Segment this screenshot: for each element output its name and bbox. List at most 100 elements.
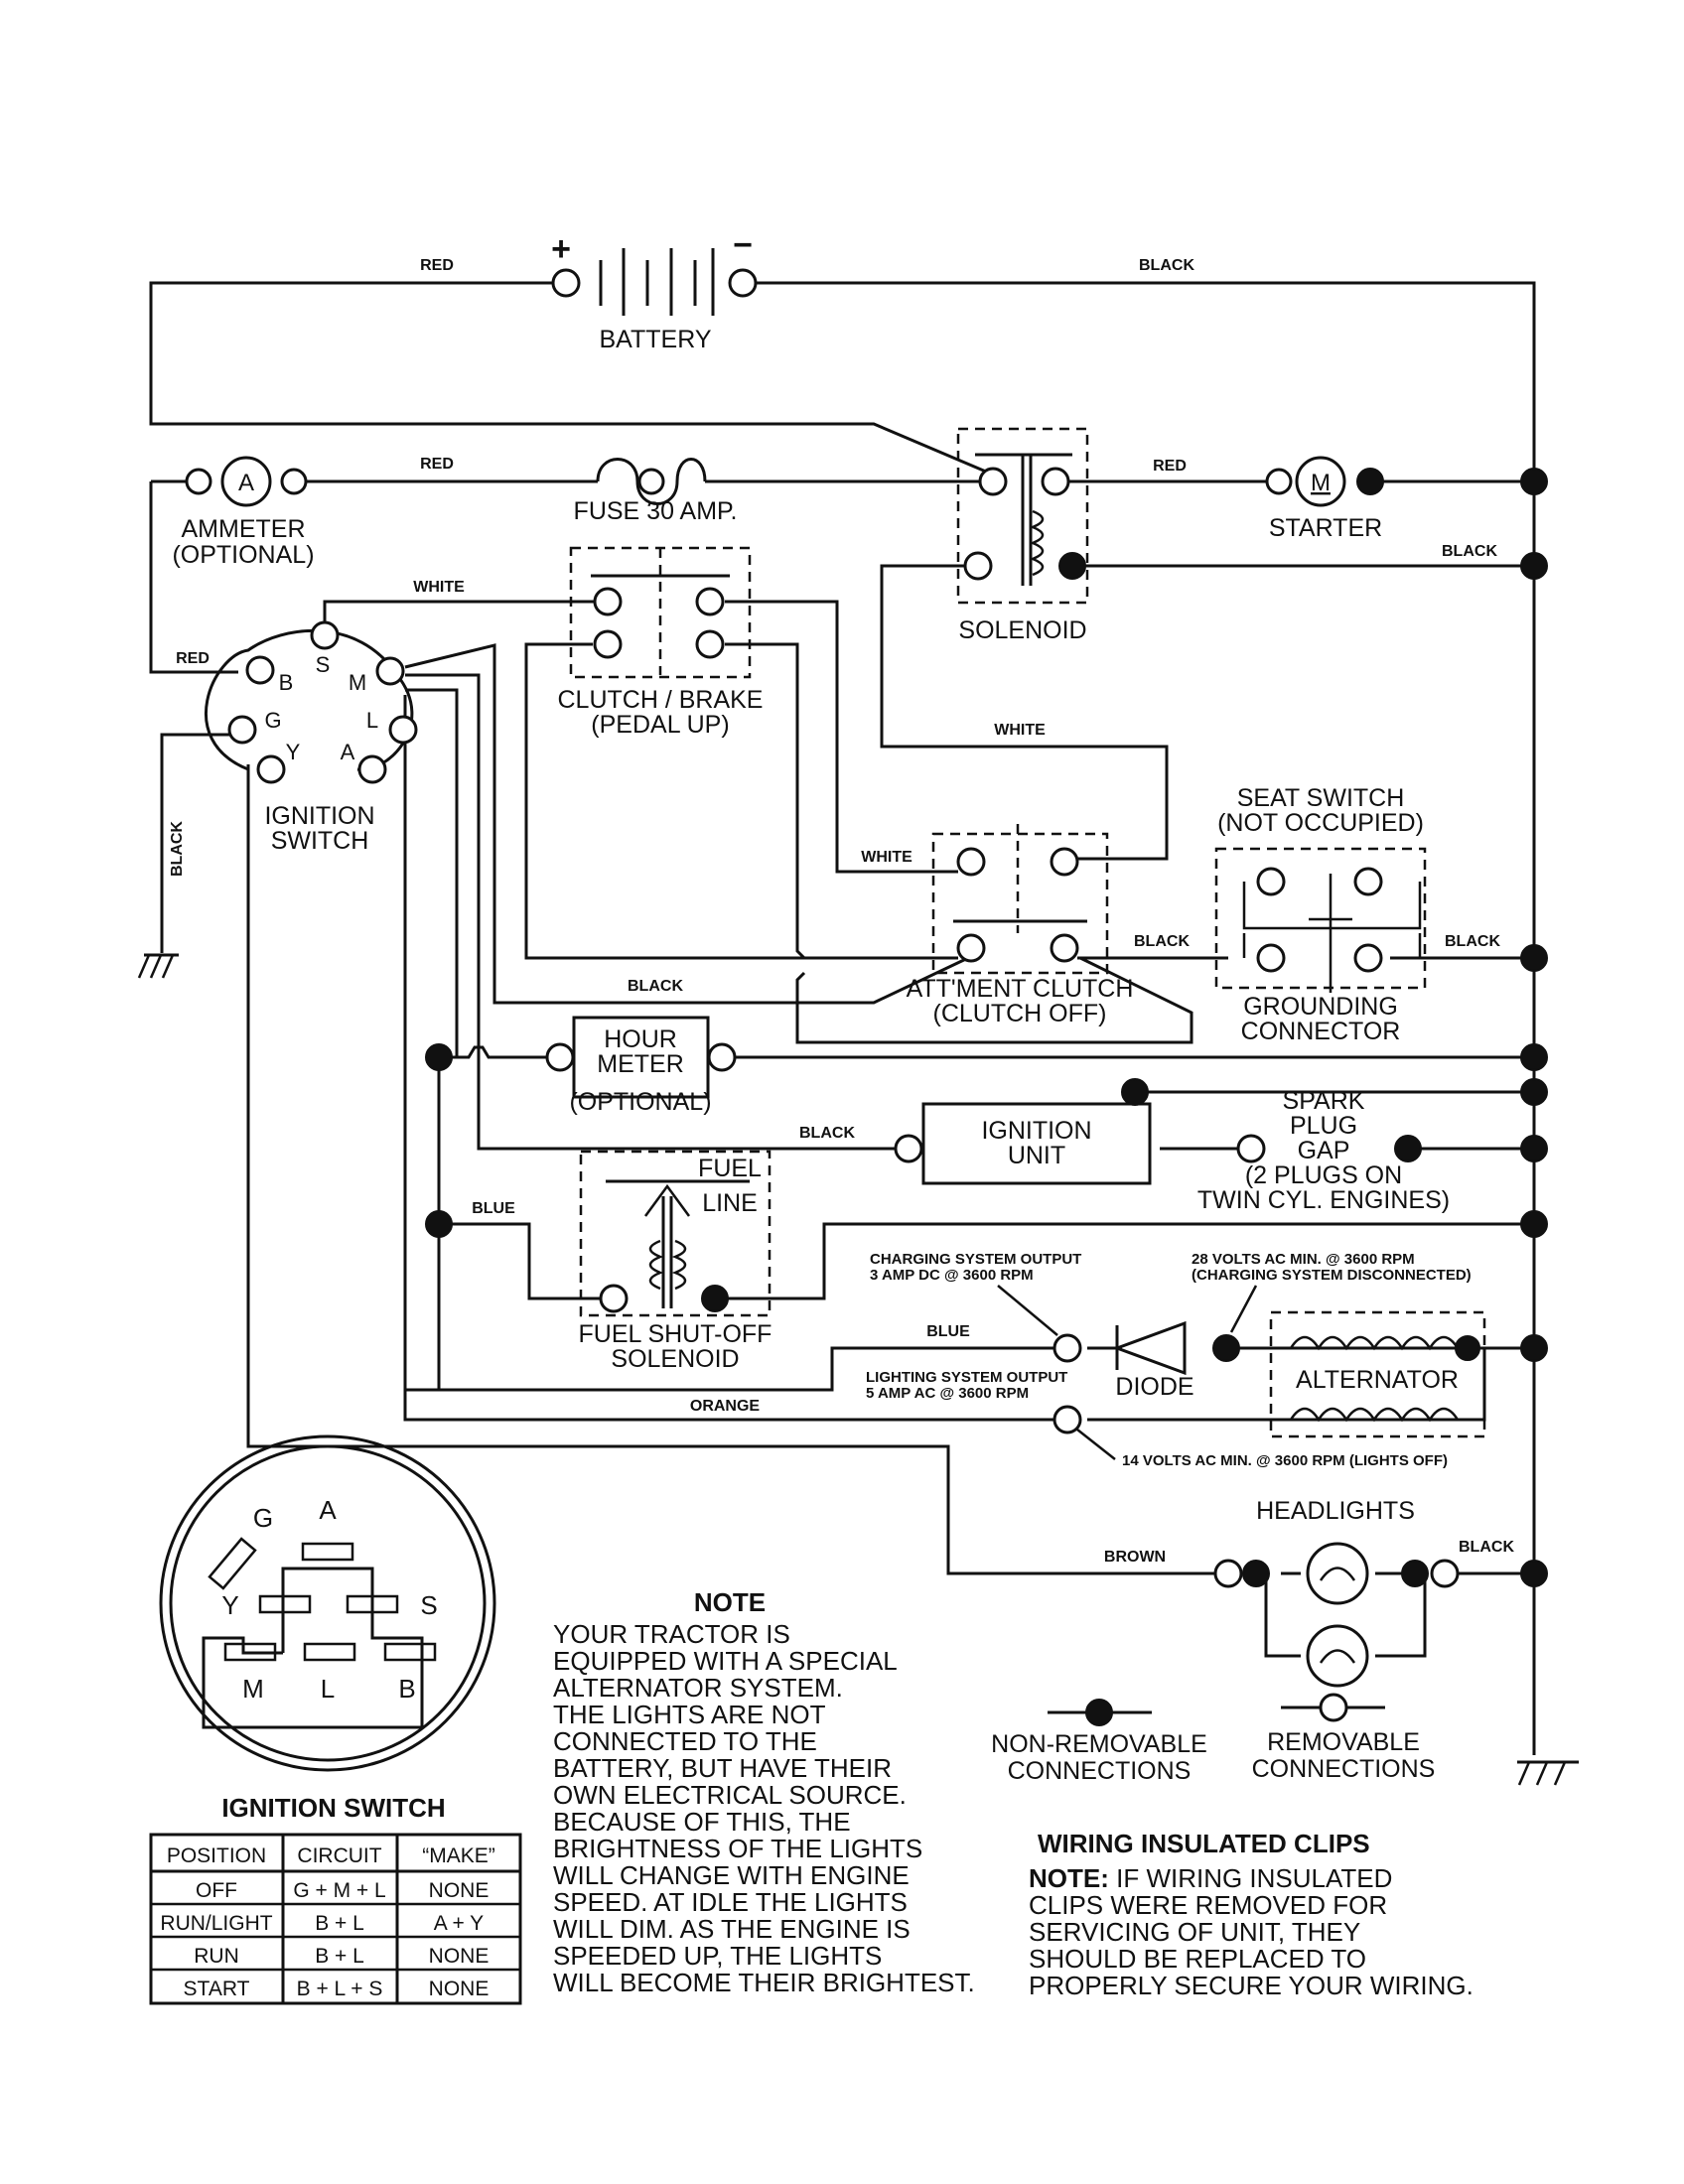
face-pin-b: B — [398, 1674, 415, 1704]
clips-note-label: NOTE: — [1029, 1863, 1109, 1893]
table-header: CIRCUIT — [297, 1844, 381, 1867]
spark-plug-note: (2 PLUGS ON — [1245, 1161, 1402, 1189]
battery-minus: − — [733, 226, 753, 264]
alternator: ALTERNATOR — [1269, 1310, 1486, 1438]
table-cell: G + M + L — [293, 1879, 385, 1902]
volts-28-2: (CHARGING SYSTEM DISCONNECTED) — [1192, 1267, 1472, 1284]
spark-plug: SPARK PLUG GAP (2 PLUGS ON TWIN CYL. ENG… — [1197, 1087, 1450, 1214]
legend-removable-2: CONNECTIONS — [1252, 1755, 1436, 1783]
battery: + − BATTERY — [551, 226, 758, 353]
wire-black-solenoid: BLACK — [1442, 543, 1497, 560]
ground-symbol-right — [1517, 1760, 1579, 1786]
note-line: THE LIGHTS ARE NOT — [553, 1700, 826, 1729]
face-pin-y: Y — [221, 1590, 238, 1620]
wire-white-solenoid: WHITE — [994, 722, 1046, 739]
ignition-switch-label: IGNITION — [264, 802, 374, 830]
legend-removable: REMOVABLE — [1267, 1728, 1420, 1756]
clips-line: IF WIRING INSULATED — [1109, 1863, 1393, 1893]
seat-switch-label: SEAT SWITCH — [1237, 784, 1405, 812]
solenoid: SOLENOID — [956, 427, 1089, 644]
table-header: “MAKE” — [422, 1844, 495, 1867]
clips-line: CLIPS WERE REMOVED FOR — [1029, 1890, 1387, 1920]
solenoid-label: SOLENOID — [958, 616, 1086, 644]
face-pin-a: A — [319, 1495, 337, 1525]
table-header: POSITION — [167, 1844, 266, 1867]
wire-blue-diode: BLUE — [926, 1323, 970, 1340]
fuel-line-label: LINE — [702, 1189, 758, 1217]
fuel-solenoid-label: FUEL SHUT-OFF — [579, 1320, 772, 1348]
table-cell: B + L — [315, 1912, 364, 1935]
wire-red-ammeter: RED — [420, 456, 454, 473]
ignition-switch: S B M G L Y A IGNITION SWITCH — [205, 620, 418, 855]
spark-plug-label: SPARK — [1283, 1087, 1365, 1115]
ammeter: A AMMETER (OPTIONAL) — [172, 456, 315, 569]
wire-blue-fuel: BLUE — [472, 1200, 515, 1217]
lighting-output: LIGHTING SYSTEM OUTPUT — [866, 1369, 1067, 1386]
ign-pin-s: S — [316, 652, 331, 677]
table-cell: A + Y — [434, 1912, 484, 1935]
wire-orange: ORANGE — [690, 1398, 761, 1415]
spark-plug-gap: GAP — [1298, 1137, 1350, 1164]
face-pin-l: L — [321, 1674, 335, 1704]
seat-switch-state: (NOT OCCUPIED) — [1217, 809, 1424, 837]
ammeter-label: AMMETER — [182, 515, 306, 543]
switch-table-title: IGNITION SWITCH — [221, 1793, 445, 1823]
grounding-label-2: CONNECTOR — [1241, 1018, 1401, 1045]
clips-title: WIRING INSULATED CLIPS — [1038, 1829, 1370, 1858]
table-cell: OFF — [196, 1879, 237, 1902]
fuse-label: FUSE 30 AMP. — [574, 497, 738, 525]
wire-black-ign: BLACK — [799, 1125, 855, 1142]
hour-meter: HOUR METER (OPTIONAL) — [545, 1016, 737, 1116]
note-block: NOTE YOUR TRACTOR IS EQUIPPED WITH A SPE… — [553, 1587, 975, 1997]
diode: DIODE — [1052, 1320, 1240, 1434]
charging-output: CHARGING SYSTEM OUTPUT — [870, 1251, 1081, 1268]
attachment-clutch-switch: ATT'MENT CLUTCH (CLUTCH OFF) — [907, 824, 1133, 1027]
fuel-shutoff-solenoid: FUEL LINE FUEL SHUT-OFF SOLENOID — [579, 1150, 772, 1373]
wire-black-seat-left: BLACK — [1134, 933, 1190, 950]
volts-28: 28 VOLTS AC MIN. @ 3600 RPM — [1192, 1251, 1415, 1268]
lighting-output-2: 5 AMP AC @ 3600 RPM — [866, 1385, 1029, 1402]
wire-red-starter: RED — [1153, 458, 1187, 475]
ground-symbol-left — [137, 953, 179, 979]
hour-meter-optional: (OPTIONAL) — [569, 1088, 711, 1116]
starter: M STARTER — [1265, 456, 1384, 542]
ammeter-optional: (OPTIONAL) — [172, 541, 314, 569]
ignition-unit-label-2: UNIT — [1008, 1142, 1065, 1169]
clutch-brake-state: (PEDAL UP) — [591, 711, 729, 739]
starter-symbol: M — [1311, 470, 1331, 496]
wire-red-top: RED — [420, 257, 454, 274]
wire-labels: RED BLACK RED RED BLACK WHITE RED WHITE … — [169, 257, 1514, 1566]
wire-red-left: RED — [176, 650, 210, 667]
ign-pin-m: M — [349, 670, 366, 695]
note-line: EQUIPPED WITH A SPECIAL — [553, 1646, 898, 1676]
alternator-label: ALTERNATOR — [1296, 1366, 1459, 1394]
note-line: WILL BECOME THEIR BRIGHTEST. — [553, 1968, 975, 1997]
face-pin-m: M — [242, 1674, 264, 1704]
table-cell: RUN — [194, 1945, 239, 1968]
clips-line: SHOULD BE REPLACED TO — [1029, 1944, 1366, 1974]
attachment-clutch-state: (CLUTCH OFF) — [933, 1000, 1107, 1027]
wire-brown: BROWN — [1104, 1549, 1166, 1566]
ignition-unit-label: IGNITION — [981, 1117, 1091, 1145]
wire-black-vertical: BLACK — [169, 821, 186, 877]
clips-line: SERVICING OF UNIT, THEY — [1029, 1917, 1360, 1947]
table-cell: RUN/LIGHT — [160, 1912, 272, 1935]
note-line: ALTERNATOR SYSTEM. — [553, 1673, 843, 1703]
legend-non-removable: NON-REMOVABLE — [991, 1730, 1207, 1758]
ignition-unit: IGNITION UNIT — [894, 1078, 1152, 1185]
note-line: CONNECTED TO THE — [553, 1726, 817, 1756]
starter-label: STARTER — [1269, 514, 1382, 542]
ignition-switch-table: IGNITION SWITCH POSITION CIRCUIT “MAKE” … — [149, 1793, 522, 2005]
note-title: NOTE — [694, 1587, 766, 1617]
clutch-brake-switch: CLUTCH / BRAKE (PEDAL UP) — [558, 546, 763, 739]
charging-annotations: CHARGING SYSTEM OUTPUT 3 AMP DC @ 3600 R… — [866, 1251, 1472, 1469]
note-line: BECAUSE OF THIS, THE — [553, 1807, 851, 1837]
spark-plug-label-2: PLUG — [1290, 1112, 1357, 1140]
ignition-switch-label-2: SWITCH — [271, 827, 369, 855]
fuse: FUSE 30 AMP. — [574, 458, 738, 525]
note-line: OWN ELECTRICAL SOURCE. — [553, 1780, 907, 1810]
table-cell: START — [184, 1978, 250, 2000]
clips-line: PROPERLY SECURE YOUR WIRING. — [1029, 1971, 1474, 2000]
face-pin-s: S — [420, 1590, 437, 1620]
